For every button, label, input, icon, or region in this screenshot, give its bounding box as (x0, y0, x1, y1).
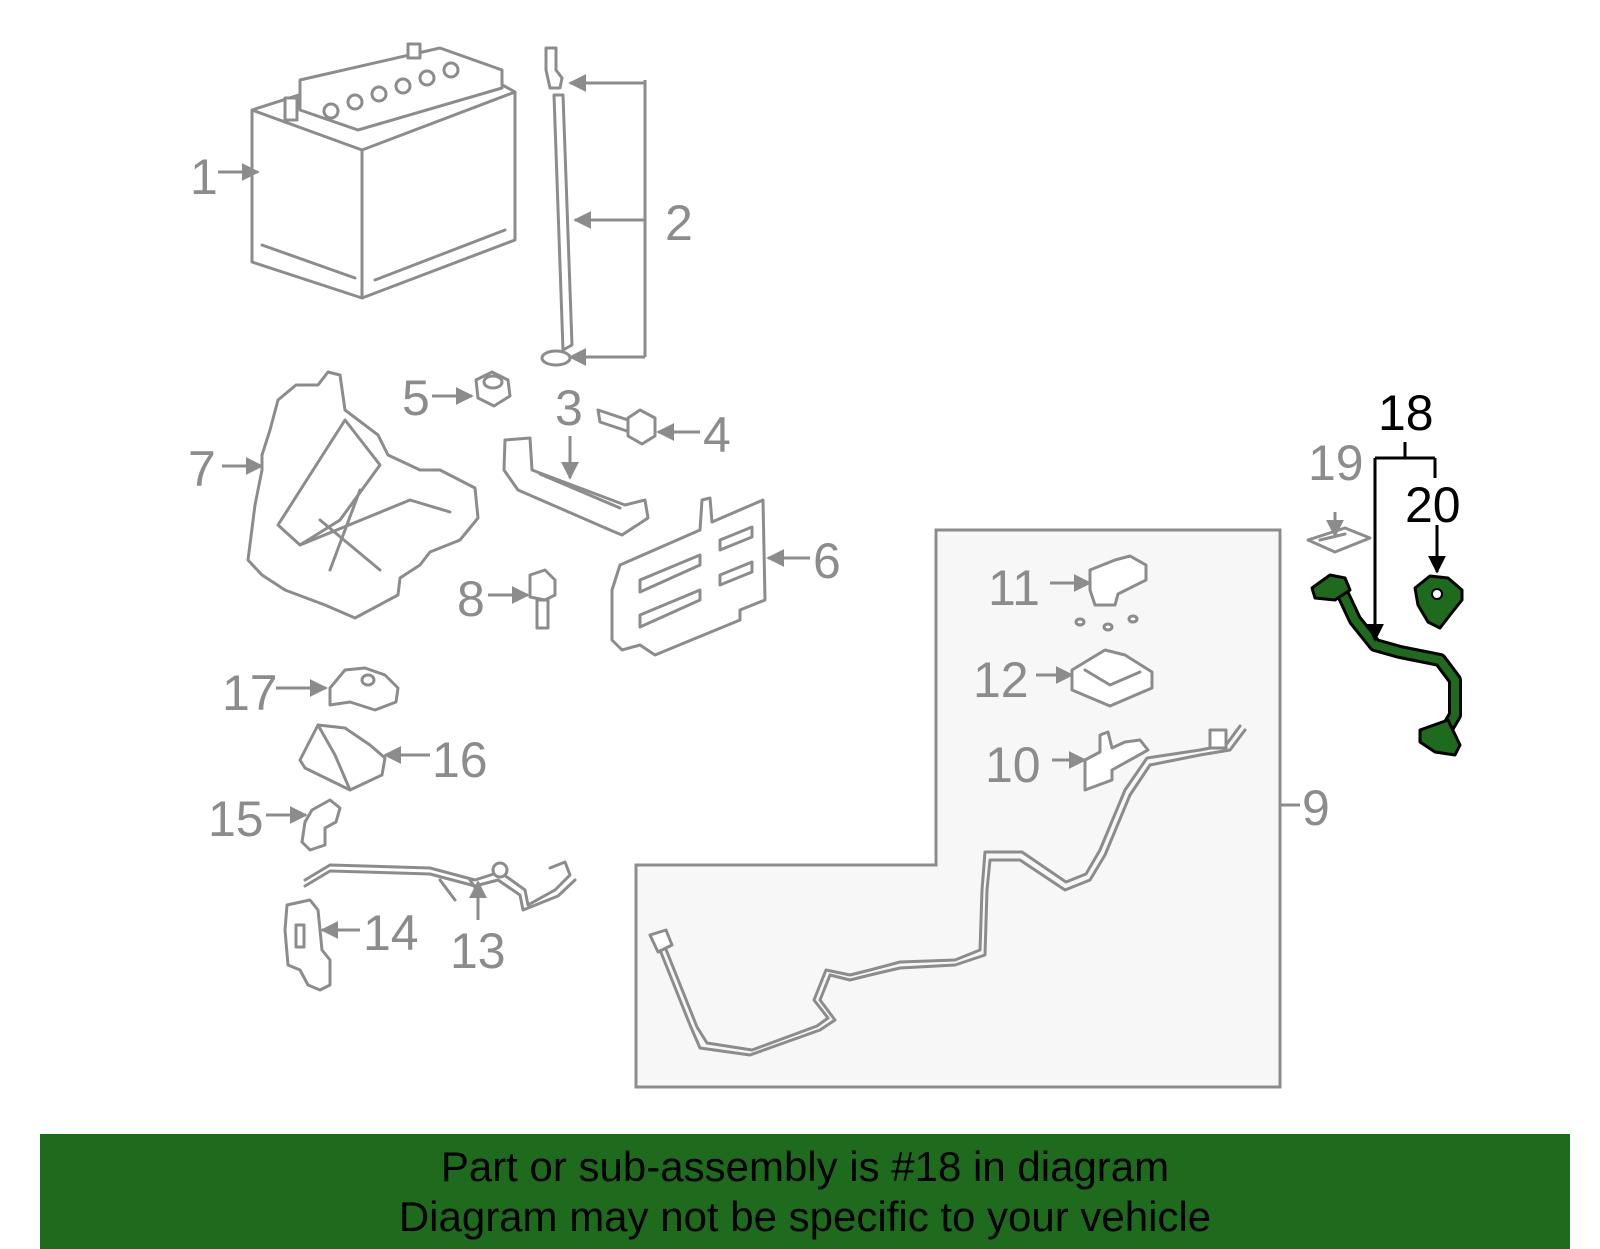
part-6-tray-plate (610, 496, 767, 657)
part-13-harness (303, 860, 577, 912)
part-18-cable-highlighted (1310, 573, 1462, 757)
part-16-cover (298, 723, 387, 792)
callout-13: 13 (450, 923, 506, 979)
callout-6: 6 (813, 533, 841, 589)
part-20-terminal-highlighted (1413, 574, 1464, 630)
callout-12: 12 (973, 652, 1029, 708)
part-19-clip (1306, 526, 1372, 554)
part-11-terminal-cover (1074, 554, 1148, 632)
part-17-cover (328, 666, 400, 712)
part-10-clip (1083, 730, 1150, 792)
part-2-hold-down-rod (540, 46, 574, 367)
part-4-bolt (596, 408, 657, 446)
callout-2: 2 (665, 195, 693, 251)
part-14-cable-bracket (283, 898, 332, 992)
part-12-terminal-cover (1070, 648, 1154, 708)
callout-3: 3 (555, 380, 583, 436)
callout-15: 15 (208, 791, 264, 847)
callout-5: 5 (402, 370, 430, 426)
info-banner: Part or sub-assembly is #18 in diagram D… (40, 1134, 1570, 1249)
callout-17: 17 (222, 665, 278, 721)
part-5-nut (474, 370, 512, 408)
part-9-cable-harness (648, 724, 1247, 1057)
callout-10: 10 (985, 737, 1041, 793)
leader-lines-highlighted (1366, 442, 1446, 642)
part-15-fastener (300, 798, 342, 852)
banner-line-2: Diagram may not be specific to your vehi… (398, 1193, 1212, 1240)
part-3-bracket (502, 436, 650, 537)
callout-8: 8 (457, 571, 485, 627)
callout-9: 9 (1302, 780, 1330, 836)
callout-16: 16 (432, 732, 488, 788)
part-7-battery-tray (246, 370, 480, 620)
callout-14: 14 (363, 905, 419, 961)
callout-20: 20 (1405, 477, 1461, 533)
banner-line-1: Part or sub-assembly is #18 in diagram (440, 1143, 1170, 1190)
callout-11: 11 (988, 560, 1040, 616)
callout-18: 18 (1378, 385, 1434, 441)
callout-4: 4 (703, 407, 731, 463)
callout-19: 19 (1308, 435, 1364, 491)
callout-1: 1 (190, 149, 218, 205)
part-1-battery (250, 42, 517, 300)
leader-lines (218, 74, 1344, 939)
part-8-bolt (528, 568, 557, 630)
callout-7: 7 (188, 441, 216, 497)
